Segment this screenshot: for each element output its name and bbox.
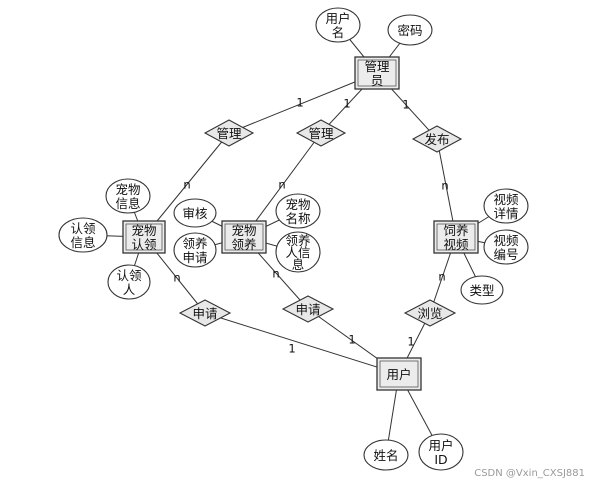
entity-video-label: 饲养视频 bbox=[443, 223, 469, 252]
cardinality-pet-adopt-apply1: n bbox=[173, 271, 180, 285]
entity-pet-foster: 宠物领养 bbox=[221, 220, 267, 254]
relationship-apply2-label: 申请 bbox=[295, 302, 320, 317]
attribute-pet-name: 宠物名称 bbox=[275, 193, 321, 229]
edge-apply1-user bbox=[204, 312, 400, 375]
relationship-manage1-label: 管理 bbox=[216, 126, 242, 141]
attribute-admin-username-label: 用户名 bbox=[325, 11, 350, 40]
entity-pet-adopt: 宠物认领 bbox=[122, 220, 166, 254]
attribute-foster-apply: 领养申请 bbox=[173, 232, 217, 268]
relationship-apply1-label: 申请 bbox=[192, 306, 217, 321]
attribute-user-name: 姓名 bbox=[363, 439, 409, 471]
attribute-adopt-person-label: 认领人 bbox=[116, 268, 142, 297]
cardinality-pet-foster-apply2: n bbox=[272, 267, 279, 281]
cardinality-manage1-pet-adopt: n bbox=[183, 178, 190, 192]
relationship-manage1: 管理 bbox=[203, 119, 255, 147]
relationship-publish: 发布 bbox=[411, 125, 463, 153]
attribute-video-type-label: 类型 bbox=[469, 283, 494, 298]
relationship-browse: 浏览 bbox=[403, 299, 457, 327]
cardinality-layer: 1 1 1 n n n n 1 n 1 n 1 bbox=[173, 96, 448, 356]
entity-video: 饲养视频 bbox=[433, 220, 479, 254]
edge-manage1-pet-adopt bbox=[143, 132, 230, 238]
attribute-video-type: 类型 bbox=[460, 275, 504, 305]
attribute-audit: 审核 bbox=[173, 198, 217, 228]
cardinality-admin-manage1: 1 bbox=[296, 96, 303, 110]
attribute-audit-label: 审核 bbox=[182, 206, 208, 221]
attribute-foster-apply-label: 领养申请 bbox=[182, 236, 207, 265]
cardinality-apply2-user: 1 bbox=[348, 333, 355, 347]
relationship-manage2: 管理 bbox=[295, 119, 347, 147]
entity-pet-adopt-label: 宠物认领 bbox=[131, 223, 157, 252]
entity-user: 用户 bbox=[376, 357, 422, 391]
cardinality-browse-user: 1 bbox=[407, 335, 414, 349]
cardinality-admin-manage2: 1 bbox=[343, 97, 350, 111]
attribute-video-id-label: 视频编号 bbox=[493, 233, 519, 262]
attribute-video-id: 视频编号 bbox=[483, 229, 529, 265]
entity-pet-foster-label: 宠物领养 bbox=[231, 223, 256, 252]
cardinality-apply1-user: 1 bbox=[288, 342, 295, 356]
attribute-adopt-person: 认领人 bbox=[107, 264, 151, 300]
attribute-admin-password-label: 密码 bbox=[397, 23, 422, 38]
cardinality-video-browse: n bbox=[438, 270, 445, 284]
attribute-video-detail-label: 视频详情 bbox=[493, 192, 519, 221]
attribute-pet-name-label: 宠物名称 bbox=[285, 197, 310, 226]
attribute-admin-username: 用户名 bbox=[315, 7, 361, 43]
attribute-user-name-label: 姓名 bbox=[373, 448, 398, 463]
attribute-admin-password: 密码 bbox=[387, 14, 433, 46]
cardinality-admin-publish: 1 bbox=[402, 98, 409, 112]
cardinality-publish-video: n bbox=[441, 179, 448, 193]
entity-admin-label: 管理员 bbox=[364, 59, 390, 88]
attribute-video-detail: 视频详情 bbox=[483, 188, 529, 224]
entity-admin: 管理员 bbox=[354, 56, 400, 90]
cardinality-manage2-pet-foster: n bbox=[278, 178, 285, 192]
attribute-fosterer-info-label: 领养人信息 bbox=[285, 233, 310, 272]
relationship-publish-label: 发布 bbox=[424, 132, 449, 147]
attribute-adopt-info: 认领信息 bbox=[58, 217, 108, 253]
watermark: CSDN @Vxin_CXSJ881 bbox=[474, 468, 585, 479]
attribute-adopt-info-label: 认领信息 bbox=[70, 221, 96, 250]
entity-user-label: 用户 bbox=[386, 367, 411, 382]
relationship-manage2-label: 管理 bbox=[308, 126, 334, 141]
relationship-apply1: 申请 bbox=[178, 299, 232, 327]
relationship-apply2: 申请 bbox=[281, 295, 335, 323]
edge-manage2-pet-foster bbox=[243, 132, 322, 238]
attribute-pet-info: 宠物信息 bbox=[105, 178, 151, 214]
relationship-browse-label: 浏览 bbox=[417, 306, 442, 321]
attribute-fosterer-info: 领养人信息 bbox=[275, 231, 321, 273]
edge-admin-manage1 bbox=[228, 72, 378, 134]
attribute-pet-info-label: 宠物信息 bbox=[115, 182, 140, 211]
